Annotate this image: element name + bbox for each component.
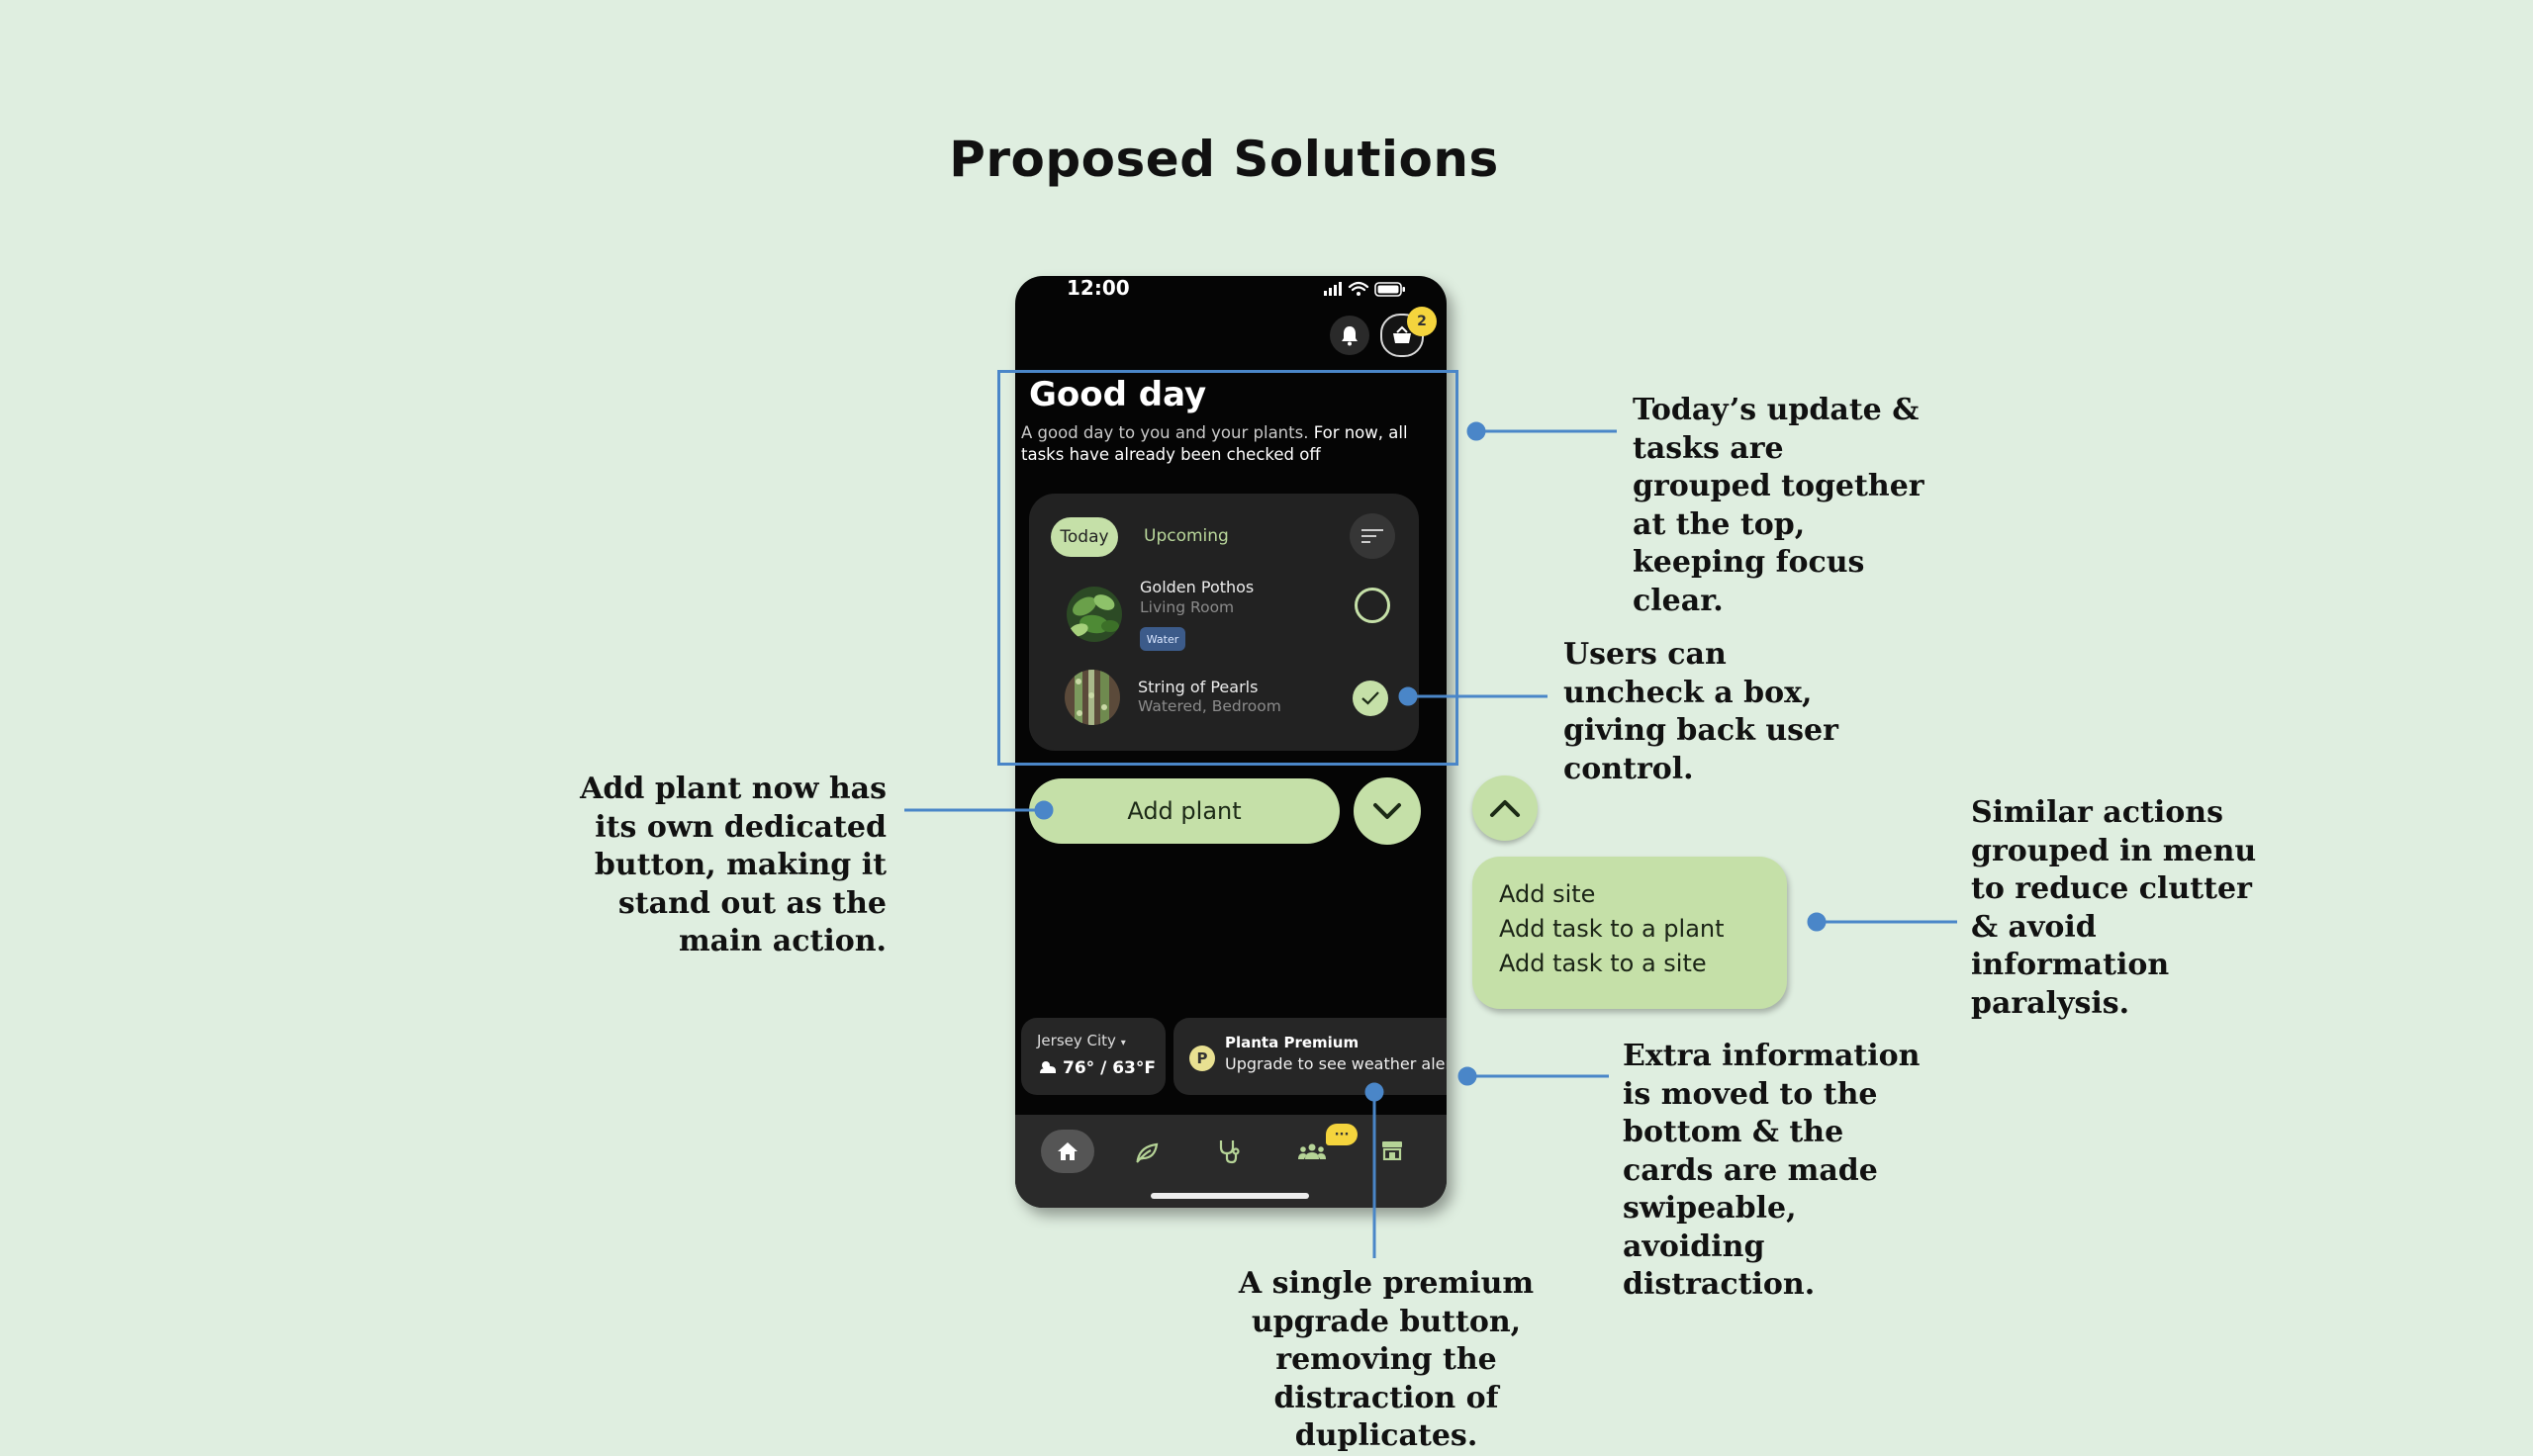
nav-community[interactable]: [1298, 1142, 1326, 1160]
pothos-image: [1067, 587, 1122, 642]
check-icon: [1361, 691, 1379, 705]
pearls-image: [1065, 670, 1120, 725]
bell-icon: [1342, 326, 1358, 346]
task-checkbox-checked[interactable]: [1353, 681, 1388, 716]
plant-icon: [1136, 1142, 1159, 1163]
tab-today[interactable]: Today: [1051, 517, 1118, 557]
sort-icon: [1361, 529, 1383, 543]
task-plant-location: Living Room: [1140, 598, 1235, 616]
highlight-top-section: [997, 370, 1458, 766]
chevron-up-icon: [1490, 800, 1520, 817]
task-plant-location: Watered, Bedroom: [1138, 697, 1281, 715]
greeting-subtitle: A good day to you and your plants. For n…: [1021, 422, 1427, 466]
annotation-add-plant: Add plant now has its own dedicated butt…: [580, 772, 887, 958]
premium-upgrade-card[interactable]: P Planta Premium Upgrade to see weather …: [1173, 1018, 1447, 1095]
nav-home[interactable]: [1041, 1130, 1094, 1173]
annotation-premium: A single premium upgrade button, removin…: [1238, 1266, 1535, 1453]
menu-item-add-site[interactable]: Add site: [1499, 880, 1596, 908]
doctor-icon: [1219, 1140, 1240, 1164]
weather-card[interactable]: Jersey City ▾ 76° / 63°F: [1021, 1018, 1166, 1095]
signal-icon: [1324, 282, 1342, 296]
home-indicator: [1151, 1193, 1309, 1199]
status-icons: [1324, 281, 1405, 297]
status-time: 12:00: [1067, 276, 1130, 300]
shop-icon: [1382, 1141, 1402, 1160]
add-plant-button[interactable]: Add plant: [1029, 778, 1340, 844]
chevron-down-icon: [1373, 803, 1401, 819]
task-plant-name: Golden Pothos: [1140, 578, 1255, 596]
nav-shop[interactable]: [1381, 1140, 1403, 1160]
menu-item-add-task-plant[interactable]: Add task to a plant: [1499, 915, 1725, 943]
tab-upcoming[interactable]: Upcoming: [1144, 526, 1229, 546]
greeting-sub-muted: A good day to you and your plants.: [1021, 423, 1309, 442]
collapse-menu-button[interactable]: [1472, 775, 1538, 841]
community-icon: [1298, 1143, 1326, 1159]
menu-item-add-task-site[interactable]: Add task to a site: [1499, 950, 1707, 977]
annotation-menu: Similar actions grouped in menu to reduc…: [1971, 795, 2257, 1021]
notifications-button[interactable]: [1330, 316, 1369, 355]
weather-city: Jersey City ▾: [1037, 1032, 1126, 1049]
plant-avatar-string-of-pearls: [1065, 670, 1120, 725]
add-actions-menu: Add site Add task to a plant Add task to…: [1472, 857, 1787, 1009]
nav-plant-doctor[interactable]: [1218, 1138, 1240, 1164]
expand-menu-button[interactable]: [1354, 777, 1421, 845]
premium-subtitle: Upgrade to see weather alerts: [1225, 1054, 1447, 1073]
home-icon: [1058, 1142, 1078, 1160]
nav-plants[interactable]: [1135, 1141, 1161, 1163]
premium-logo-icon: P: [1189, 1046, 1215, 1071]
phone-mockup: 12:00 2 Good day A good day to you and y…: [1015, 276, 1447, 1208]
wifi-icon: [1348, 281, 1369, 292]
annotation-uncheck: Users can uncheck a box, giving back use…: [1563, 637, 1838, 786]
weather-icon: [1040, 1061, 1056, 1073]
task-checkbox-unchecked[interactable]: [1355, 588, 1390, 623]
premium-title: Planta Premium: [1225, 1034, 1360, 1051]
greeting-sub-main: For now, all tasks have already been che…: [1021, 423, 1408, 464]
plant-avatar-golden-pothos: [1067, 587, 1122, 642]
basket-icon: [1393, 325, 1411, 343]
annotation-grouped-tasks: Today’s update & tasks are grouped toget…: [1633, 393, 1924, 618]
sort-button[interactable]: [1350, 513, 1395, 559]
weather-temp: 76° / 63°F: [1063, 1058, 1156, 1078]
battery-icon: [1374, 282, 1405, 297]
annotation-connectors: [904, 421, 1957, 1258]
greeting-title: Good day: [1029, 375, 1207, 414]
page-title: Proposed Solutions: [949, 131, 1499, 188]
task-tag-water: Water: [1140, 627, 1185, 651]
annotation-bottom-cards: Extra information is moved to the bottom…: [1623, 1039, 1921, 1302]
cart-badge: 2: [1407, 307, 1437, 336]
caret-down-icon: ▾: [1120, 1038, 1126, 1048]
community-chat-badge: ···: [1326, 1124, 1358, 1145]
task-plant-name: String of Pearls: [1138, 678, 1259, 696]
